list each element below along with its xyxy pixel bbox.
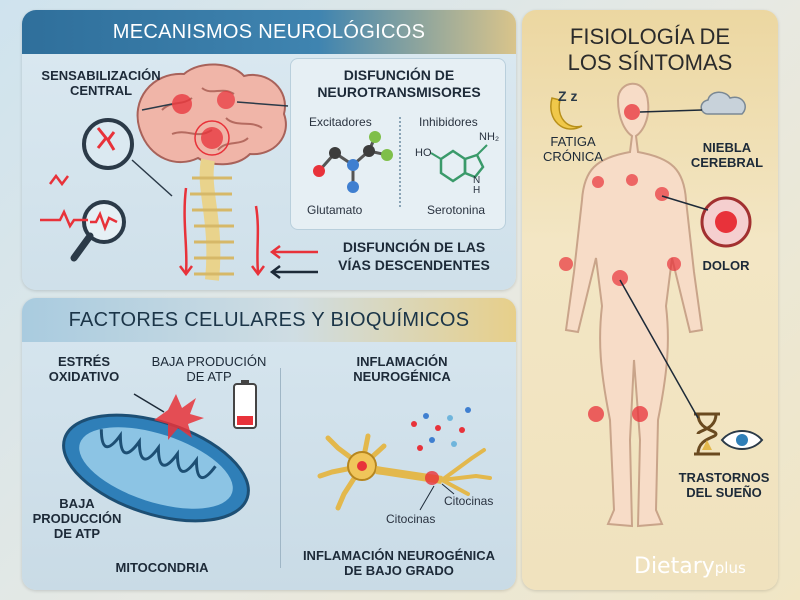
nh2-label: NH₂ <box>479 131 500 143</box>
neurotransmitter-box: DISFUNCIÓN DE NEUROTRANSMISORES Excitado… <box>290 58 506 230</box>
neurological-mechanisms-panel: MECANISMOS NEUROLÓGICOS <box>22 10 516 290</box>
neuro-panel-title: MECANISMOS NEUROLÓGICOS <box>22 10 516 54</box>
inhibitory-label: Inhibidores <box>419 115 478 129</box>
pain-label: DOLOR <box>702 258 750 273</box>
symptom-physiology-panel: FISIOLOGÍA DE LOS SÍNTOMAS <box>522 10 778 590</box>
h-label: H <box>473 185 481 196</box>
brain-icon <box>136 63 287 166</box>
cytokines-label-1: Citocinas <box>444 494 494 508</box>
zzz-label: Z z <box>558 88 578 104</box>
hourglass-icon <box>694 412 720 456</box>
neuro-illustration <box>40 63 318 281</box>
sleep-disorders-label: TRASTORNOS DEL SUEÑO <box>678 470 770 500</box>
moon-icon <box>550 97 583 130</box>
central-sensitization-label: SENSABILIZACIÓN CENTRAL <box>41 68 161 98</box>
mitochondria-icon <box>62 413 250 523</box>
brain-fog-label: NIEBLA CEREBRAL <box>690 140 764 170</box>
oxidative-stress-label: ESTRÉS OXIDATIVO <box>48 354 120 384</box>
n-label: N <box>473 175 481 186</box>
cellular-factors-panel: FACTORES CELULARES Y BIOQUÍMICOS <box>22 298 516 590</box>
low-atp-top-label: BAJA PRODUCIÓN DE ATP <box>151 354 267 384</box>
cloud-icon <box>700 91 746 115</box>
physiology-illustration <box>550 82 764 528</box>
neuron-icon <box>317 433 492 511</box>
descending-pathways-label: DISFUNCIÓN DE LAS VÍAS DESCENDENTES <box>338 239 490 273</box>
eye-icon <box>720 430 764 450</box>
dietaryplus-logo: Dietaryplus <box>634 554 746 579</box>
oxidative-burst-icon <box>154 394 204 440</box>
spinal-cord-icon <box>190 158 234 281</box>
serotonin-label: Serotonina <box>427 203 486 217</box>
cytokines-label-2: Citocinas <box>386 512 436 526</box>
low-grade-inflammation-label: INFLAMACIÓN NEUROGÉNICA DE BAJO GRADO <box>302 548 496 578</box>
neurotransmitter-title: DISFUNCIÓN DE NEUROTRANSMISORES <box>317 67 481 100</box>
magnifier-icon <box>70 118 134 262</box>
low-atp-bottom-label: BAJA PRODUCCIÓN DE ATP <box>32 496 122 541</box>
molecule-icon <box>313 131 488 193</box>
pain-cell-icon <box>700 196 752 248</box>
glutamate-label: Glutamato <box>307 203 363 217</box>
cellular-illustration <box>62 380 492 523</box>
battery-icon <box>233 380 257 429</box>
ho-label: HO <box>415 147 432 159</box>
chronic-fatigue-label: FATIGA CRÓNICA <box>543 134 603 164</box>
excitatory-label: Excitadores <box>309 115 372 129</box>
cellular-panel-title: FACTORES CELULARES Y BIOQUÍMICOS <box>22 298 516 342</box>
mitochondria-label: MITOCONDRIA <box>115 560 209 575</box>
cytokine-dots <box>411 407 471 451</box>
physiology-title: FISIOLOGÍA DE LOS SÍNTOMAS <box>567 24 733 75</box>
neurogenic-inflammation-label: INFLAMACIÓN NEUROGÉNICA <box>353 354 451 384</box>
